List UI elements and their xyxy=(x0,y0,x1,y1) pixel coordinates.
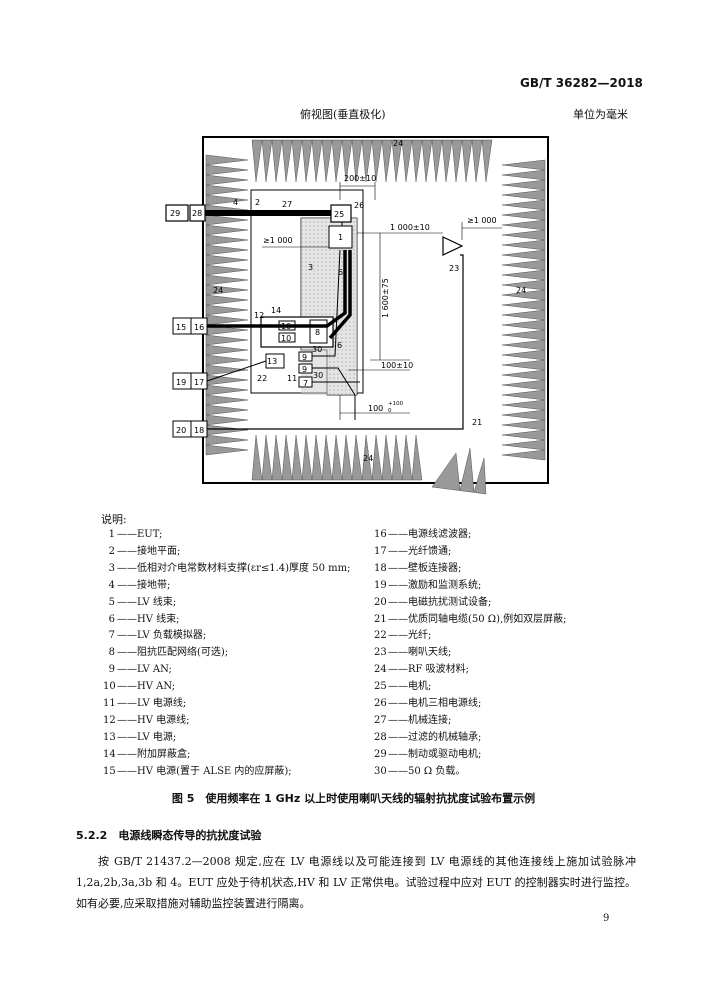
label-7: 7 xyxy=(303,379,308,388)
legend-item: 18——壁板连接器; xyxy=(374,562,462,574)
label-1: 1 xyxy=(338,233,343,242)
label-9b: 9 xyxy=(302,365,307,374)
label-6b: 6 xyxy=(337,341,342,350)
chamber-wall xyxy=(202,136,549,484)
legend-item: 19——激励和监测系统; xyxy=(374,579,482,591)
label-23: 23 xyxy=(449,264,459,273)
dim-100b: 100 xyxy=(368,404,383,413)
label-28: 28 xyxy=(192,209,202,218)
legend-item: 29——制动或驱动电机; xyxy=(374,748,482,760)
standard-number: GB/T 36282—2018 xyxy=(520,76,643,90)
legend-item: 22——光纤; xyxy=(374,630,432,642)
dim-200: 200±10 xyxy=(344,174,376,183)
dim-100: 100±10 xyxy=(381,361,413,370)
label-21: 21 xyxy=(472,418,482,427)
label-18: 18 xyxy=(194,426,204,435)
legend-item: 8——阻抗匹配网络(可选); xyxy=(108,647,229,659)
legend-item: 25——电机; xyxy=(374,681,432,693)
legend-item: 26——电机三相电源线; xyxy=(374,698,482,710)
label-16: 16 xyxy=(194,323,204,332)
legend-right: 16——电源线滤波器; 17——光纤馈通; 18——壁板连接器; 19——激励和… xyxy=(374,527,567,781)
label-25: 25 xyxy=(334,210,344,219)
label-14: 14 xyxy=(271,306,281,315)
dim-100b-sub: 0 xyxy=(388,408,392,414)
label-24b: 24 xyxy=(213,286,223,295)
legend-left: 1——EUT; 2——接地平面; 3——低相对介电常数材料支撑(εr≤1.4)厚… xyxy=(103,527,350,781)
label-30b: 30 xyxy=(313,371,323,380)
legend-item: 20——电磁抗扰测试设备; xyxy=(374,596,492,608)
section-heading: 5.2.2 电源线瞬态传导的抗扰度试验 xyxy=(76,829,262,842)
legend-item: 12——HV 电源线; xyxy=(103,714,190,726)
label-13: 13 xyxy=(267,357,277,366)
horn-antenna xyxy=(442,236,464,256)
dim-1000a: ≥1 000 xyxy=(263,236,293,245)
absorber-right xyxy=(501,159,546,461)
legend-item: 1——EUT; xyxy=(108,529,163,540)
legend-item: 13——LV 电源; xyxy=(103,731,177,743)
absorber-top xyxy=(251,139,493,183)
legend-item: 4——接地带; xyxy=(108,579,171,591)
legend-item: 28——过滤的机械轴承; xyxy=(374,731,482,743)
label-24c: 24 xyxy=(516,286,526,295)
legend-item: 11——LV 电源线; xyxy=(103,698,187,710)
figure-caption: 图 5 使用频率在 1 GHz 以上时使用喇叭天线的辐射抗扰度试验布置示例 xyxy=(171,792,536,805)
label-30a: 30 xyxy=(312,345,322,354)
hv-an-b xyxy=(278,332,296,343)
legend-item: 23——喇叭天线; xyxy=(374,647,452,659)
label-17: 17 xyxy=(194,378,204,387)
view-title: 俯视图(垂直极化) xyxy=(300,108,386,121)
dim-1000c: ≥1 000 xyxy=(467,216,497,225)
legend-item: 9——LV AN; xyxy=(108,664,172,676)
label-12: 12 xyxy=(254,311,264,320)
legend-item: 7——LV 负载模拟器; xyxy=(108,630,207,642)
page-number: 9 xyxy=(603,913,610,924)
legend-item: 17——光纤馈通; xyxy=(374,545,452,557)
absorber-corner xyxy=(431,447,487,495)
dim-1000b: 1 000±10 xyxy=(390,223,430,232)
dim-100b-sup: +100 xyxy=(388,401,404,407)
label-24d: 24 xyxy=(363,454,373,463)
label-26: 26 xyxy=(354,201,364,210)
legend-item: 2——接地平面; xyxy=(108,545,181,557)
absorber-bottom xyxy=(251,434,423,481)
legend-item: 21——优质同轴电缆(50 Ω),例如双层屏蔽; xyxy=(374,613,567,625)
label-9a: 9 xyxy=(302,353,307,362)
test-setup-diagram: 200±10 ≥1 000 1 000±10 ≥1 000 1 600±75 1… xyxy=(165,136,549,495)
legend-item: 16——电源线滤波器; xyxy=(374,529,472,540)
legend-item: 27——机械连接; xyxy=(374,714,452,726)
cables xyxy=(206,222,464,430)
absorber-left xyxy=(205,154,249,456)
label-24a: 24 xyxy=(393,139,403,148)
legend-item: 30——50 Ω 负载。 xyxy=(374,765,466,777)
label-27: 27 xyxy=(282,200,292,209)
legend-title: 说明: xyxy=(101,513,127,526)
brake-motor-box xyxy=(165,204,189,222)
legend-item: 14——附加屏蔽盒; xyxy=(103,748,191,760)
legend-item: 3——低相对介电常数材料支撑(εr≤1.4)厚度 50 mm; xyxy=(108,562,351,574)
label-4: 4 xyxy=(233,198,238,207)
label-3: 3 xyxy=(308,263,313,272)
legend-item: 5——LV 线束; xyxy=(108,596,177,608)
label-22: 22 xyxy=(257,374,267,383)
label-8: 8 xyxy=(315,328,320,337)
legend-item: 6——HV 线束; xyxy=(108,613,180,625)
legend-item: 15——HV 电源(置于 ALSE 内的应屏蔽); xyxy=(103,765,292,777)
legend-item: 24——RF 吸波材料; xyxy=(374,664,470,676)
unit-note: 单位为毫米 xyxy=(573,108,628,121)
label-19: 19 xyxy=(176,378,186,387)
body-paragraph: 按 GB/T 21437.2—2008 规定,应在 LV 电源线以及可能连接到 … xyxy=(76,855,636,910)
label-15: 15 xyxy=(176,323,186,332)
dimension-lines xyxy=(262,182,502,420)
legend-item: 10——HV AN; xyxy=(103,681,176,693)
label-29: 29 xyxy=(170,209,180,218)
label-10a: 10 xyxy=(281,322,291,331)
label-11: 11 xyxy=(287,374,297,383)
label-20: 20 xyxy=(176,426,186,435)
label-2: 2 xyxy=(255,198,260,207)
eut-box xyxy=(328,225,353,249)
label-10b: 10 xyxy=(281,334,291,343)
label-6a: 6 xyxy=(338,268,343,277)
dim-1600: 1 600±75 xyxy=(381,278,390,318)
